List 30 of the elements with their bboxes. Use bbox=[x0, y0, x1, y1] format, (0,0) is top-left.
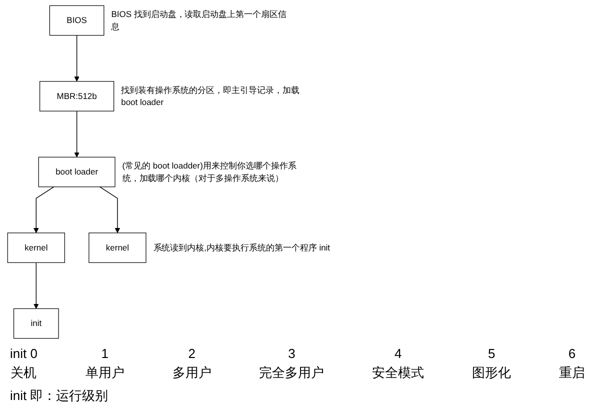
runlevel-name: 图形化 bbox=[472, 364, 512, 382]
runlevel-number: 2 bbox=[188, 346, 196, 361]
runlevel-number: init 0 bbox=[10, 346, 38, 361]
runlevel-name: 完全多用户 bbox=[259, 364, 324, 382]
process-box: init bbox=[13, 308, 59, 339]
runlevel-name: 安全模式 bbox=[372, 364, 424, 382]
runlevel-number: 1 bbox=[101, 346, 108, 361]
process-box: boot loader bbox=[38, 156, 116, 188]
runlevel-number: 6 bbox=[568, 346, 576, 361]
process-box: kernel bbox=[88, 232, 146, 263]
note-text: init 即：运行级别 bbox=[10, 387, 108, 405]
process-box: BIOS bbox=[49, 5, 104, 36]
runlevel-number: 4 bbox=[394, 346, 402, 361]
annotation-text: (常见的 boot loadder)用来控制你选哪个操作系统，加载哪个内核（对于多操作系统来说） bbox=[122, 160, 298, 184]
arrow bbox=[34, 262, 39, 309]
runlevel-name: 重启 bbox=[559, 364, 585, 382]
arrow bbox=[99, 186, 120, 234]
runlevel-name: 单用户 bbox=[85, 364, 124, 382]
runlevel-name: 多用户 bbox=[172, 364, 212, 382]
annotation-text: 找到装有操作系统的分区，即主引导记录，加载 boot loader bbox=[121, 84, 300, 108]
process-box: kernel bbox=[7, 232, 65, 263]
annotation-text: 系统读到内核,内核要执行系统的第一个程序 init bbox=[153, 242, 330, 254]
arrow bbox=[74, 110, 80, 158]
annotation-text: BIOS 找到启动盘，读取启动盘上第一个扇区信息 bbox=[111, 8, 288, 32]
runlevel-number: 3 bbox=[288, 346, 296, 361]
process-box: MBR:512b bbox=[40, 81, 114, 112]
arrow bbox=[34, 186, 54, 234]
runlevel-name: 关机 bbox=[10, 364, 37, 382]
runlevel-number: 5 bbox=[488, 346, 496, 361]
arrow bbox=[74, 34, 80, 82]
